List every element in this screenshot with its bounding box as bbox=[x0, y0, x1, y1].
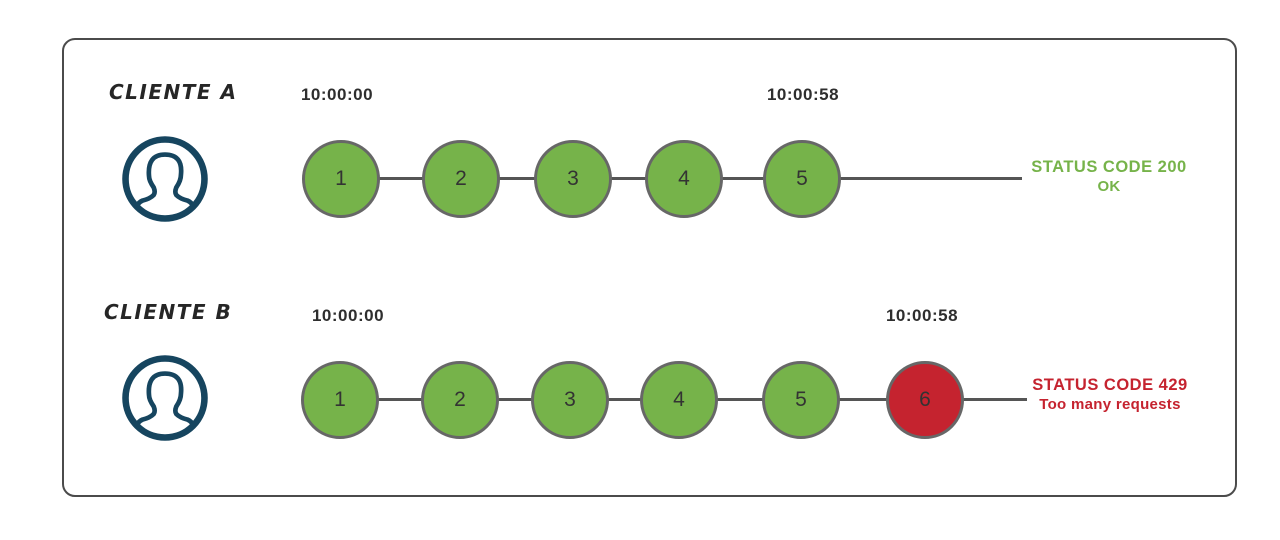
row-a-end-timestamp: 10:00:58 bbox=[766, 85, 840, 104]
client-b-label: CLIENTE B bbox=[104, 300, 233, 324]
row-b-status-code: STATUS CODE 429 bbox=[1032, 376, 1188, 394]
row-a-start-timestamp: 10:00:00 bbox=[300, 85, 374, 104]
row-b-end-timestamp: 10:00:58 bbox=[885, 306, 959, 325]
user-avatar-icon bbox=[122, 355, 208, 441]
request-circle-a2: 2 bbox=[422, 140, 500, 218]
request-circle-a5: 5 bbox=[763, 140, 841, 218]
request-circle-b3: 3 bbox=[531, 361, 609, 439]
user-avatar-icon bbox=[122, 136, 208, 222]
row-a-status: STATUS CODE 200 OK bbox=[1031, 158, 1186, 196]
client-a-label: CLIENTE A bbox=[109, 80, 238, 104]
row-b-status-message: Too many requests bbox=[1039, 396, 1181, 413]
row-a-status-message: OK bbox=[1097, 178, 1121, 195]
request-circle-a1: 1 bbox=[302, 140, 380, 218]
request-circle-a4: 4 bbox=[645, 140, 723, 218]
request-circle-a3: 3 bbox=[534, 140, 612, 218]
request-circle-b4: 4 bbox=[640, 361, 718, 439]
row-a-status-code: STATUS CODE 200 bbox=[1031, 158, 1187, 176]
row-b-status: STATUS CODE 429 Too many requests bbox=[1032, 376, 1187, 414]
request-circle-b6: 6 bbox=[886, 361, 964, 439]
request-circle-b5: 5 bbox=[762, 361, 840, 439]
row-b-start-timestamp: 10:00:00 bbox=[311, 306, 385, 325]
request-circle-b1: 1 bbox=[301, 361, 379, 439]
request-circle-b2: 2 bbox=[421, 361, 499, 439]
diagram-frame bbox=[62, 38, 1237, 497]
